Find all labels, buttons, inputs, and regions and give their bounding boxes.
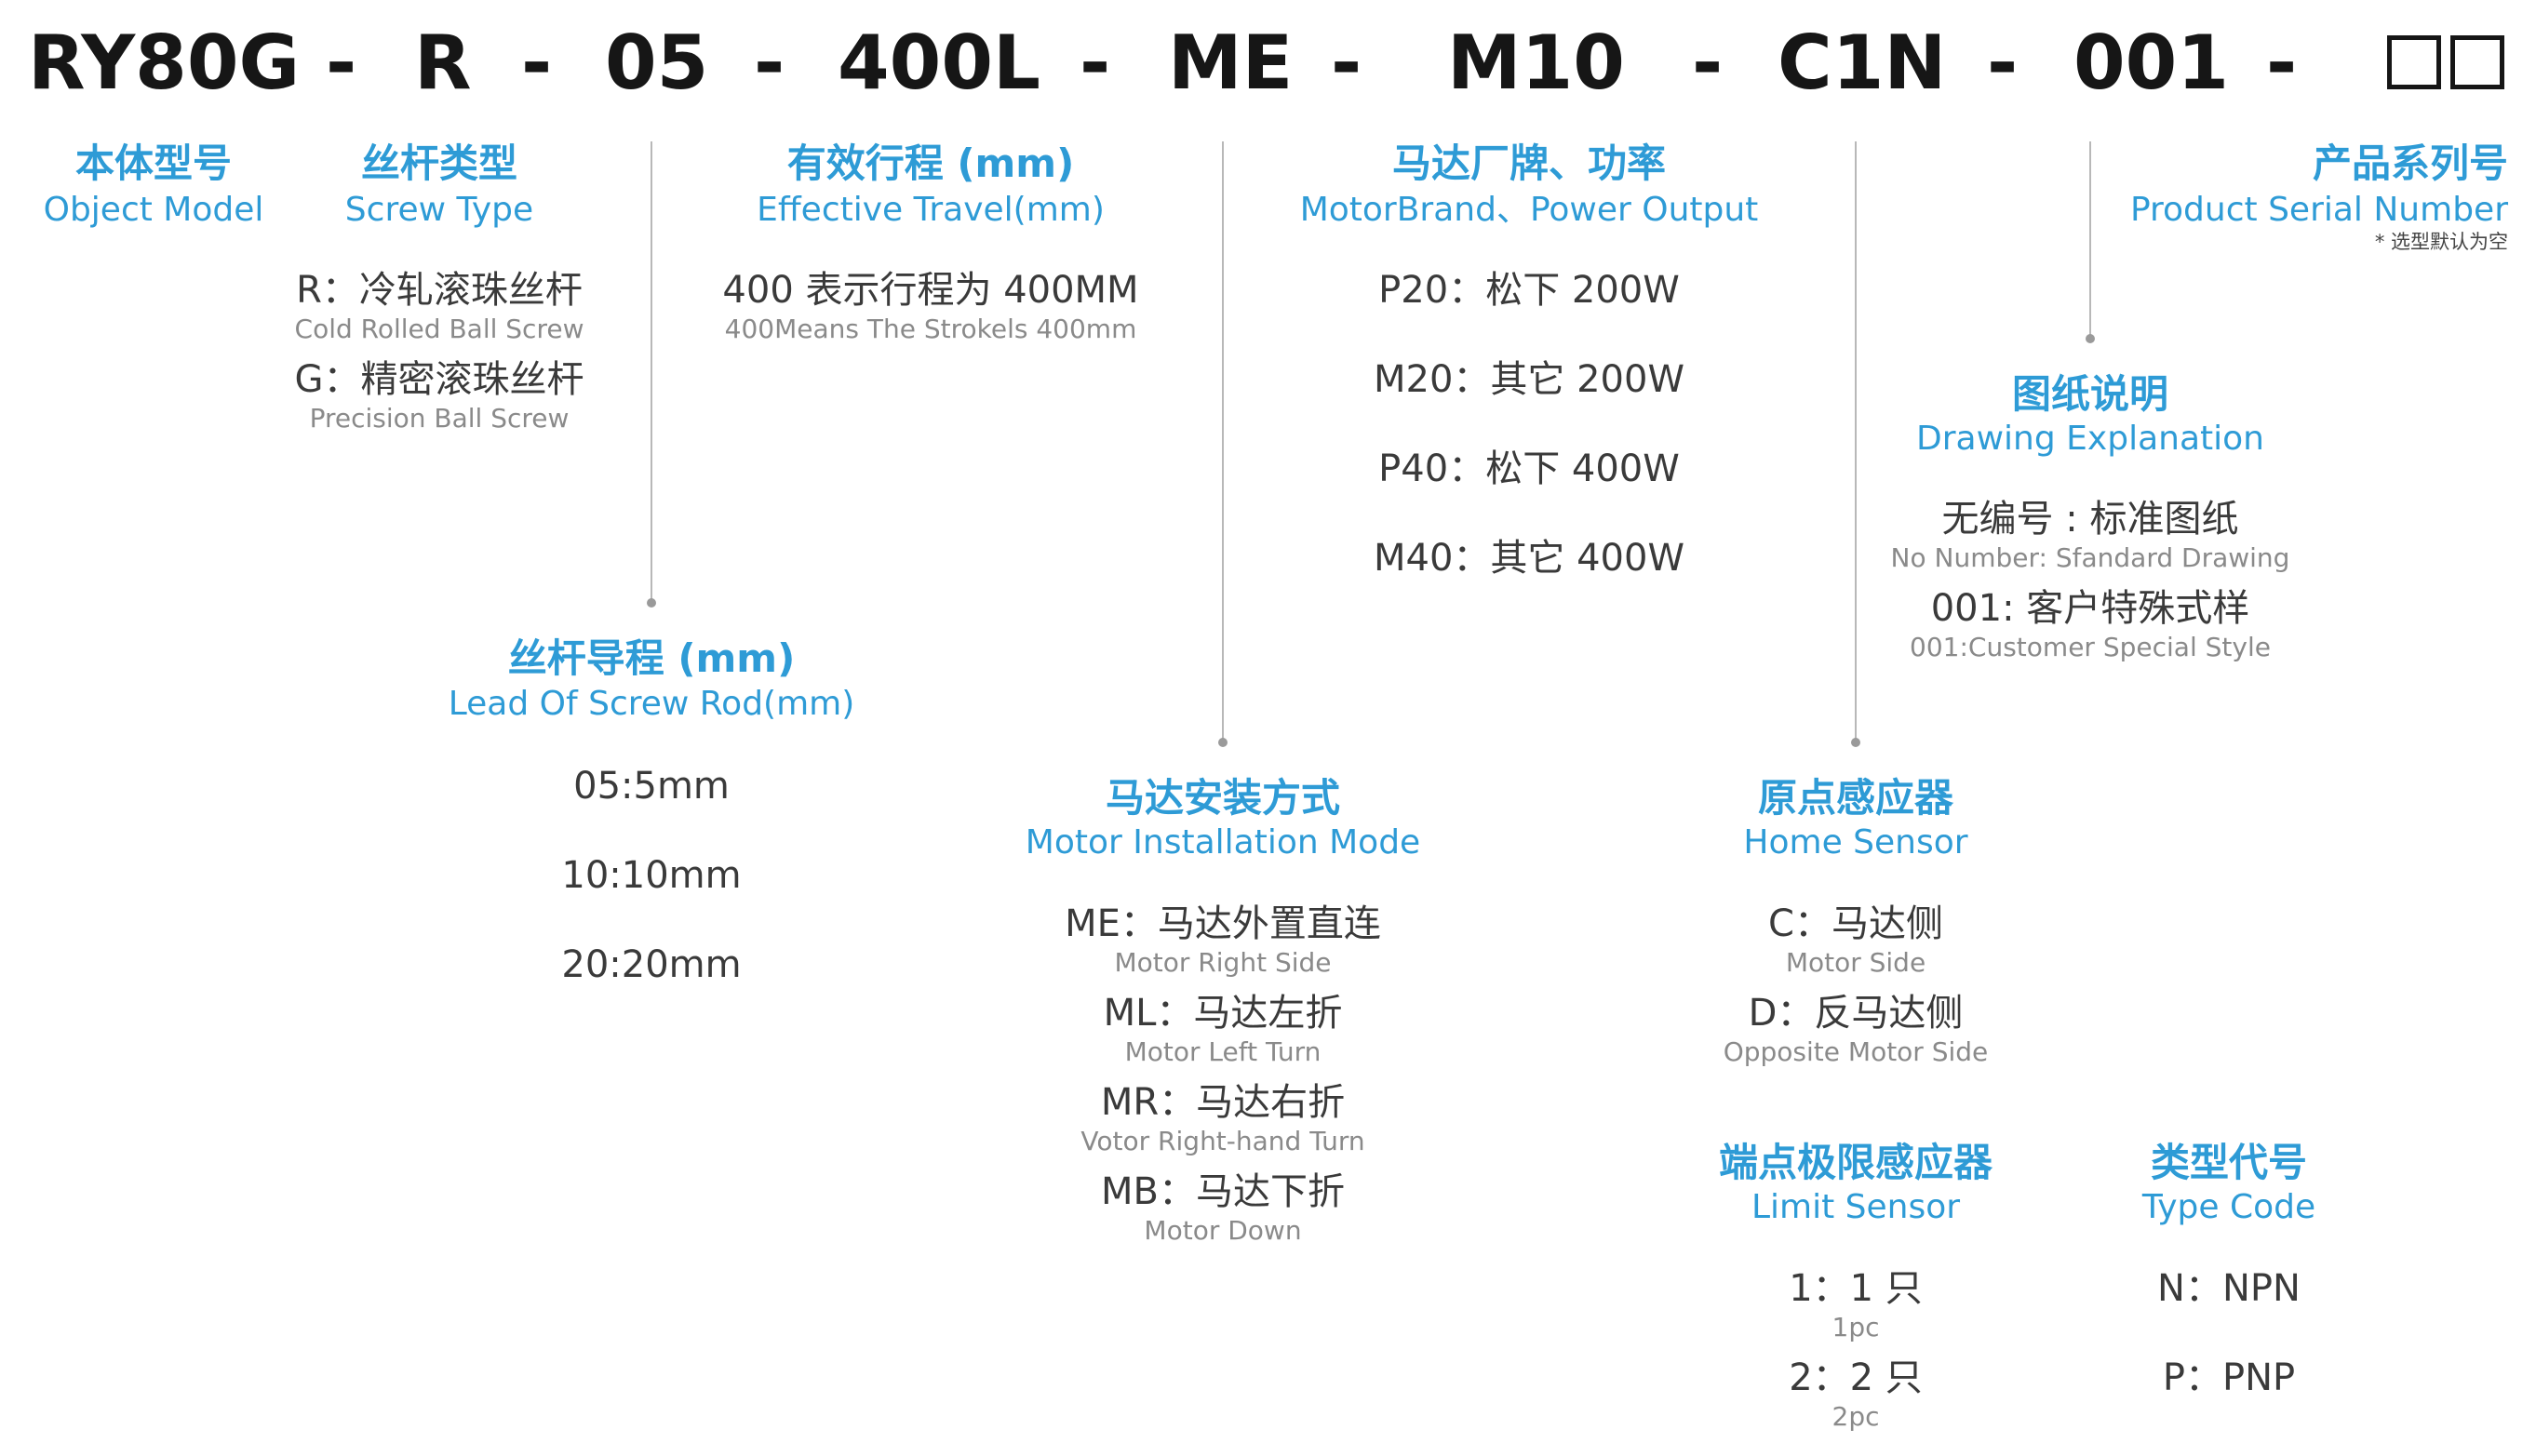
section-subtitle: Home Sensor (1743, 823, 1968, 862)
option-label: P40：松下 400W (1378, 447, 1680, 490)
section-title: 丝杆类型 (360, 140, 518, 186)
section-subtitle: Product Serial Number (2129, 191, 2508, 229)
code-screw: R (414, 20, 472, 106)
section-subtitle: Object Model (43, 191, 264, 229)
section-title: 有效行程 (mm) (786, 140, 1075, 186)
section-subtitle: Drawing Explanation (1916, 420, 2264, 458)
connector-dot (1218, 738, 1228, 747)
option-en: Motor Left Turn (1124, 1036, 1322, 1067)
section-title: 马达安装方式 (1105, 775, 1341, 821)
section-subtitle: Lead Of Screw Rod(mm) (448, 685, 855, 723)
option-en: No Number: Sfandard Drawing (1890, 542, 2290, 573)
option-label: 无编号 : 标准图纸 (1941, 498, 2239, 541)
option-label: 20:20mm (561, 943, 742, 986)
option-label: MR：马达右折 (1100, 1081, 1346, 1124)
code-dash: - (1080, 20, 1111, 106)
option-en: Opposite Motor Side (1723, 1036, 1989, 1067)
section-subtitle: Effective Travel(mm) (757, 191, 1105, 229)
option-en: Cold Rolled Ball Screw (294, 314, 584, 344)
section-subtitle: Motor Installation Mode (1025, 823, 1421, 862)
option-en: Precision Ball Screw (309, 403, 570, 434)
section-subtitle: Type Code (2141, 1188, 2316, 1226)
option-en: 400Means The Strokels 400mm (724, 314, 1137, 344)
section-title: 原点感应器 (1757, 775, 1954, 821)
code-dash: - (1331, 20, 1362, 106)
option-label: G：精密滚珠丝杆 (294, 358, 584, 401)
section-subtitle: MotorBrand、Power Output (1299, 191, 1759, 229)
code-model: RY80G (28, 20, 301, 106)
option-label: D：反马达侧 (1748, 992, 1964, 1035)
connector-line (651, 141, 652, 603)
option-en: Votor Right-hand Turn (1080, 1126, 1365, 1156)
option-label: ML：马达左折 (1103, 992, 1343, 1035)
connector-dot (2086, 334, 2095, 343)
code-motor: M10 (1447, 20, 1625, 106)
option-label: P20：松下 200W (1378, 269, 1680, 312)
option-en: 1pc (1832, 1312, 1880, 1342)
connector-dot (647, 598, 656, 608)
code-dash: - (1987, 20, 2019, 106)
option-en: 2pc (1832, 1401, 1880, 1432)
code-travel: 400L (838, 20, 1040, 106)
code-drawing: 001 (2073, 20, 2229, 106)
code-dash: - (521, 20, 553, 106)
option-label: MB：马达下折 (1101, 1170, 1345, 1213)
option-label: 400 表示行程为 400MM (722, 269, 1139, 312)
serial-box (2387, 35, 2441, 89)
section-title: 图纸说明 (2011, 371, 2169, 417)
option-label: 2：2 只 (1789, 1356, 1923, 1399)
code-dash: - (1692, 20, 1724, 106)
section-subtitle: Screw Type (344, 191, 534, 229)
section-title: 本体型号 (74, 140, 233, 186)
code-sensor: C1N (1778, 20, 1947, 106)
option-label: C：马达侧 (1768, 902, 1943, 945)
option-en: Motor Side (1785, 947, 1926, 978)
option-en: Motor Down (1144, 1215, 1302, 1246)
section-title: 马达厂牌、功率 (1391, 140, 1667, 186)
connector-line (2089, 141, 2091, 339)
default-note: * 选型默认为空 (2374, 231, 2508, 253)
option-label: 05:5mm (573, 765, 730, 808)
option-en: 001:Customer Special Style (1910, 632, 2271, 662)
option-en: Motor Right Side (1114, 947, 1332, 978)
serial-box (2450, 35, 2504, 89)
option-label: M20：其它 200W (1373, 358, 1685, 401)
code-dash: - (326, 20, 357, 106)
section-title: 产品系列号 (2312, 140, 2508, 186)
section-title: 类型代号 (2150, 1140, 2308, 1185)
option-label: 10:10mm (561, 854, 742, 897)
connector-line (1855, 141, 1857, 742)
code-mount: ME (1168, 20, 1294, 106)
connector-line (1222, 141, 1224, 742)
option-label: R：冷轧滚珠丝杆 (296, 269, 583, 312)
connector-dot (1851, 738, 1860, 747)
code-dash: - (754, 20, 785, 106)
option-label: 001: 客户特殊式样 (1930, 587, 2250, 630)
option-label: M40：其它 400W (1373, 537, 1685, 580)
code-lead: 05 (605, 20, 709, 106)
option-label: 1：1 只 (1789, 1267, 1923, 1310)
option-label: N：NPN (2157, 1267, 2301, 1310)
code-dash: - (2266, 20, 2298, 106)
section-title: 丝杆导程 (mm) (507, 635, 796, 681)
section-title: 端点极限感应器 (1718, 1140, 1993, 1185)
option-label: P：PNP (2162, 1356, 2296, 1399)
option-label: ME：马达外置直连 (1065, 902, 1381, 945)
section-subtitle: Limit Sensor (1751, 1188, 1961, 1226)
